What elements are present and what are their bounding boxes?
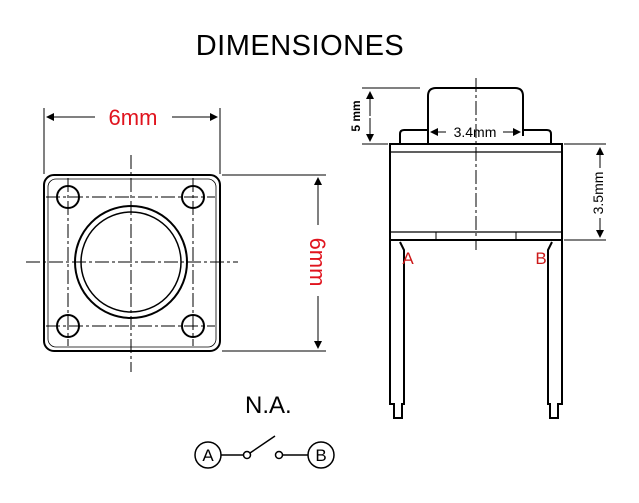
top-view — [26, 108, 326, 372]
side-view-pin-a — [389, 240, 405, 419]
side-view-pin-b — [547, 240, 563, 419]
side-view-cap-width-label: 3.4mm — [454, 124, 497, 140]
page-title: DIMENSIONES — [195, 30, 405, 62]
schematic-terminal-b-circle — [307, 441, 335, 469]
schematic-heading: N.A. — [245, 392, 292, 419]
side-view-top-height-label: 5 mm — [349, 100, 363, 131]
side-view-tab-right — [523, 129, 552, 144]
top-view-body-inner — [47, 178, 217, 348]
top-view-centerlines — [26, 155, 238, 372]
side-view-pin-b-label: B — [535, 249, 546, 268]
schematic-terminal-a-label: A — [202, 446, 214, 465]
side-view — [362, 78, 606, 419]
side-view-tab-left — [399, 129, 429, 144]
side-view-body-height-label: 3.5mm — [590, 172, 606, 215]
schematic-switch-lever — [249, 435, 276, 454]
schematic-terminal-b-label: B — [315, 446, 326, 465]
switch-schematic — [194, 435, 335, 469]
top-view-body — [43, 174, 221, 352]
top-view-width-label: 6mm — [109, 105, 158, 130]
top-view-height-label: 6mm — [305, 238, 330, 287]
side-view-pin-a-label: A — [402, 249, 414, 268]
